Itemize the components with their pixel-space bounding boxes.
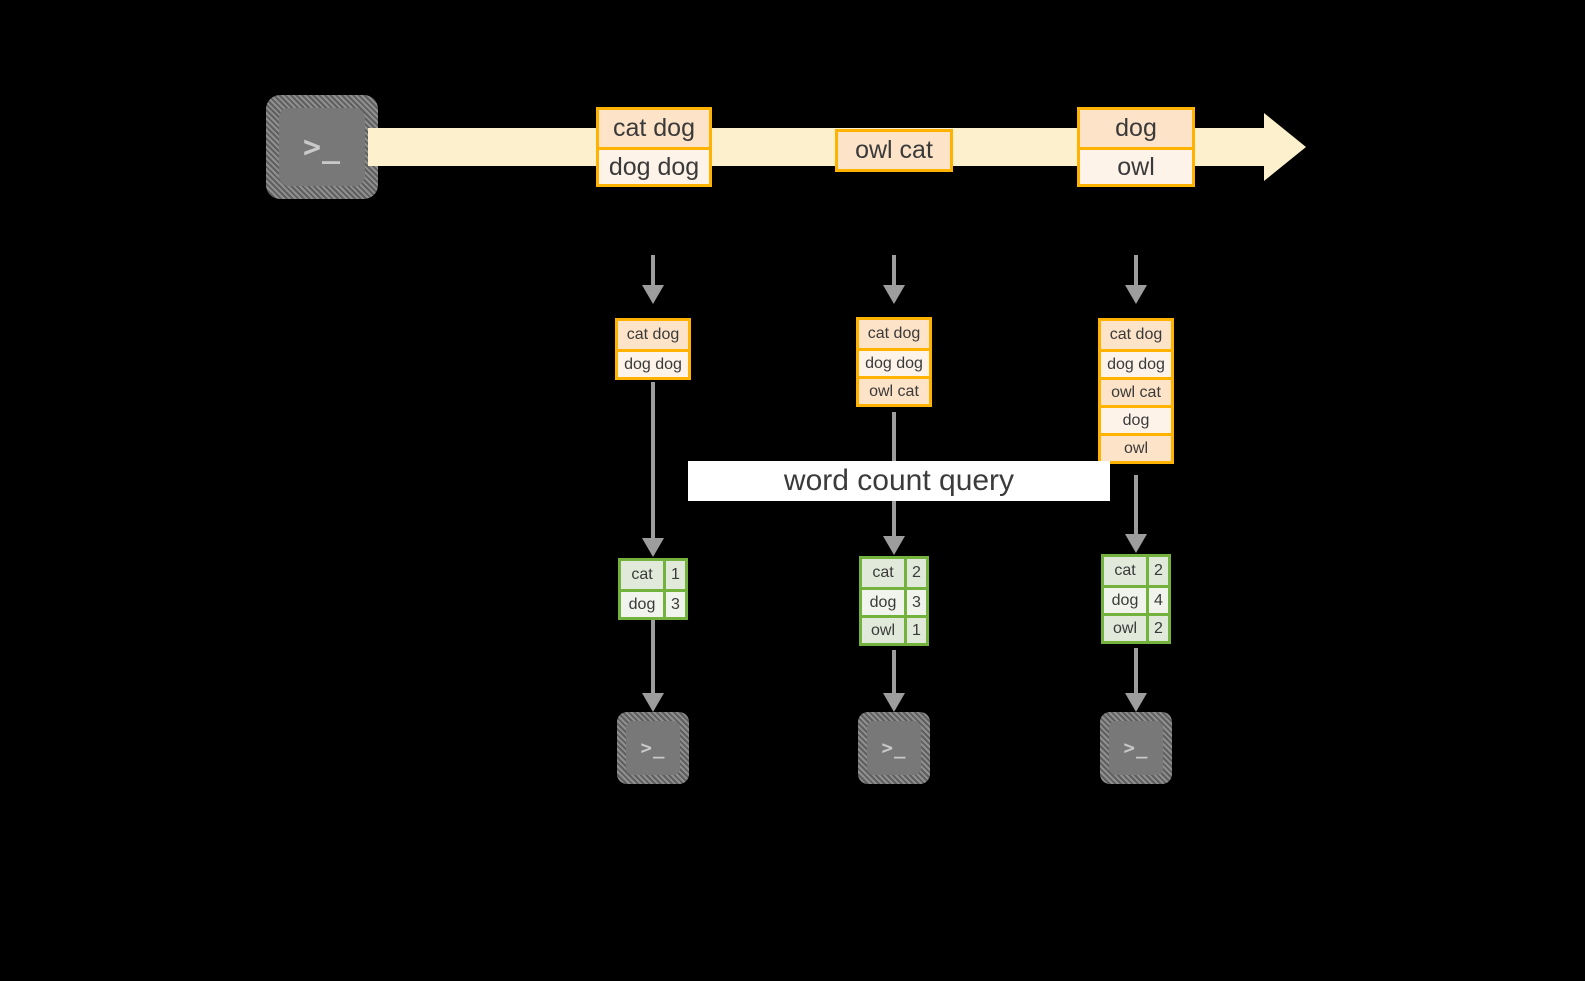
counts-to-sink-arrowhead-1 <box>642 693 664 712</box>
count-word: dog <box>621 592 663 617</box>
stream-event-box-3: dog owl <box>1077 107 1195 187</box>
event-line: dog <box>1080 110 1192 147</box>
event-stream-arrow-head <box>1264 113 1306 181</box>
count-value: 3 <box>904 590 926 615</box>
state-line: dog dog <box>618 349 688 377</box>
count-value: 2 <box>904 559 926 587</box>
count-value: 4 <box>1146 588 1168 613</box>
count-value: 1 <box>663 561 685 589</box>
state-to-counts-arrowhead-3 <box>1125 534 1147 553</box>
state-line: dog dog <box>859 348 929 376</box>
stream-to-snapshot-arrowhead-2 <box>883 285 905 304</box>
count-row: owl 2 <box>1104 613 1168 641</box>
sink-terminal-icon-1: >_ <box>617 712 689 784</box>
event-line: dog dog <box>599 147 709 184</box>
word-count-table-1: cat 1 dog 3 <box>618 558 688 620</box>
event-line: owl <box>1080 147 1192 184</box>
state-line: cat dog <box>618 321 688 349</box>
count-word: cat <box>862 559 904 587</box>
sink-terminal-icon-3: >_ <box>1100 712 1172 784</box>
terminal-prompt-glyph: >_ <box>1123 737 1149 759</box>
terminal-prompt-glyph: >_ <box>640 737 666 759</box>
stream-event-box-1: cat dog dog dog <box>596 107 712 187</box>
event-line: owl cat <box>838 132 950 169</box>
stream-to-snapshot-arrowhead-1 <box>642 285 664 304</box>
word-count-table-2: cat 2 dog 3 owl 1 <box>859 556 929 646</box>
count-value: 3 <box>663 592 685 617</box>
stream-event-box-2: owl cat <box>835 129 953 172</box>
stream-to-snapshot-connector-3 <box>1134 255 1138 287</box>
state-line: owl <box>1101 433 1171 461</box>
terminal-screen <box>867 721 921 775</box>
stream-to-snapshot-arrowhead-3 <box>1125 285 1147 304</box>
state-line: owl cat <box>1101 377 1171 405</box>
count-word: owl <box>1104 616 1146 641</box>
state-line: dog dog <box>1101 349 1171 377</box>
count-row: cat 1 <box>621 561 685 589</box>
count-row: cat 2 <box>862 559 926 587</box>
counts-to-sink-connector-1 <box>651 620 655 695</box>
count-row: dog 3 <box>862 587 926 615</box>
terminal-prompt-glyph: >_ <box>881 737 907 759</box>
event-line: cat dog <box>599 110 709 147</box>
word-count-query-label: word count query <box>783 464 1015 497</box>
state-to-counts-connector-1 <box>651 382 655 542</box>
word-count-query-banner: word count query <box>688 461 1110 501</box>
snapshot-state-box-1: cat dog dog dog <box>615 318 691 380</box>
count-value: 2 <box>1146 557 1168 585</box>
state-to-counts-arrowhead-1 <box>642 538 664 557</box>
count-word: cat <box>1104 557 1146 585</box>
counts-to-sink-connector-2 <box>892 650 896 695</box>
state-line: dog <box>1101 405 1171 433</box>
stream-to-snapshot-connector-1 <box>651 255 655 287</box>
count-word: owl <box>862 618 904 643</box>
count-row: cat 2 <box>1104 557 1168 585</box>
count-row: dog 3 <box>621 589 685 617</box>
count-word: dog <box>862 590 904 615</box>
counts-to-sink-connector-3 <box>1134 648 1138 695</box>
counts-to-sink-arrowhead-3 <box>1125 693 1147 712</box>
stream-to-snapshot-connector-2 <box>892 255 896 287</box>
word-count-table-3: cat 2 dog 4 owl 2 <box>1101 554 1171 644</box>
count-word: dog <box>1104 588 1146 613</box>
counts-to-sink-arrowhead-2 <box>883 693 905 712</box>
snapshot-state-box-2: cat dog dog dog owl cat <box>856 317 932 407</box>
count-row: dog 4 <box>1104 585 1168 613</box>
count-row: owl 1 <box>862 615 926 643</box>
terminal-screen <box>626 721 680 775</box>
terminal-screen <box>279 108 365 186</box>
count-value: 2 <box>1146 616 1168 641</box>
state-to-counts-arrowhead-2 <box>883 536 905 555</box>
count-value: 1 <box>904 618 926 643</box>
count-word: cat <box>621 561 663 589</box>
state-line: owl cat <box>859 376 929 404</box>
state-line: cat dog <box>859 320 929 348</box>
source-terminal-icon: >_ <box>266 95 378 199</box>
terminal-prompt-glyph: >_ <box>302 129 342 165</box>
terminal-screen <box>1109 721 1163 775</box>
state-line: cat dog <box>1101 321 1171 349</box>
state-to-counts-connector-3 <box>1134 475 1138 538</box>
snapshot-state-box-3: cat dog dog dog owl cat dog owl <box>1098 318 1174 464</box>
sink-terminal-icon-2: >_ <box>858 712 930 784</box>
